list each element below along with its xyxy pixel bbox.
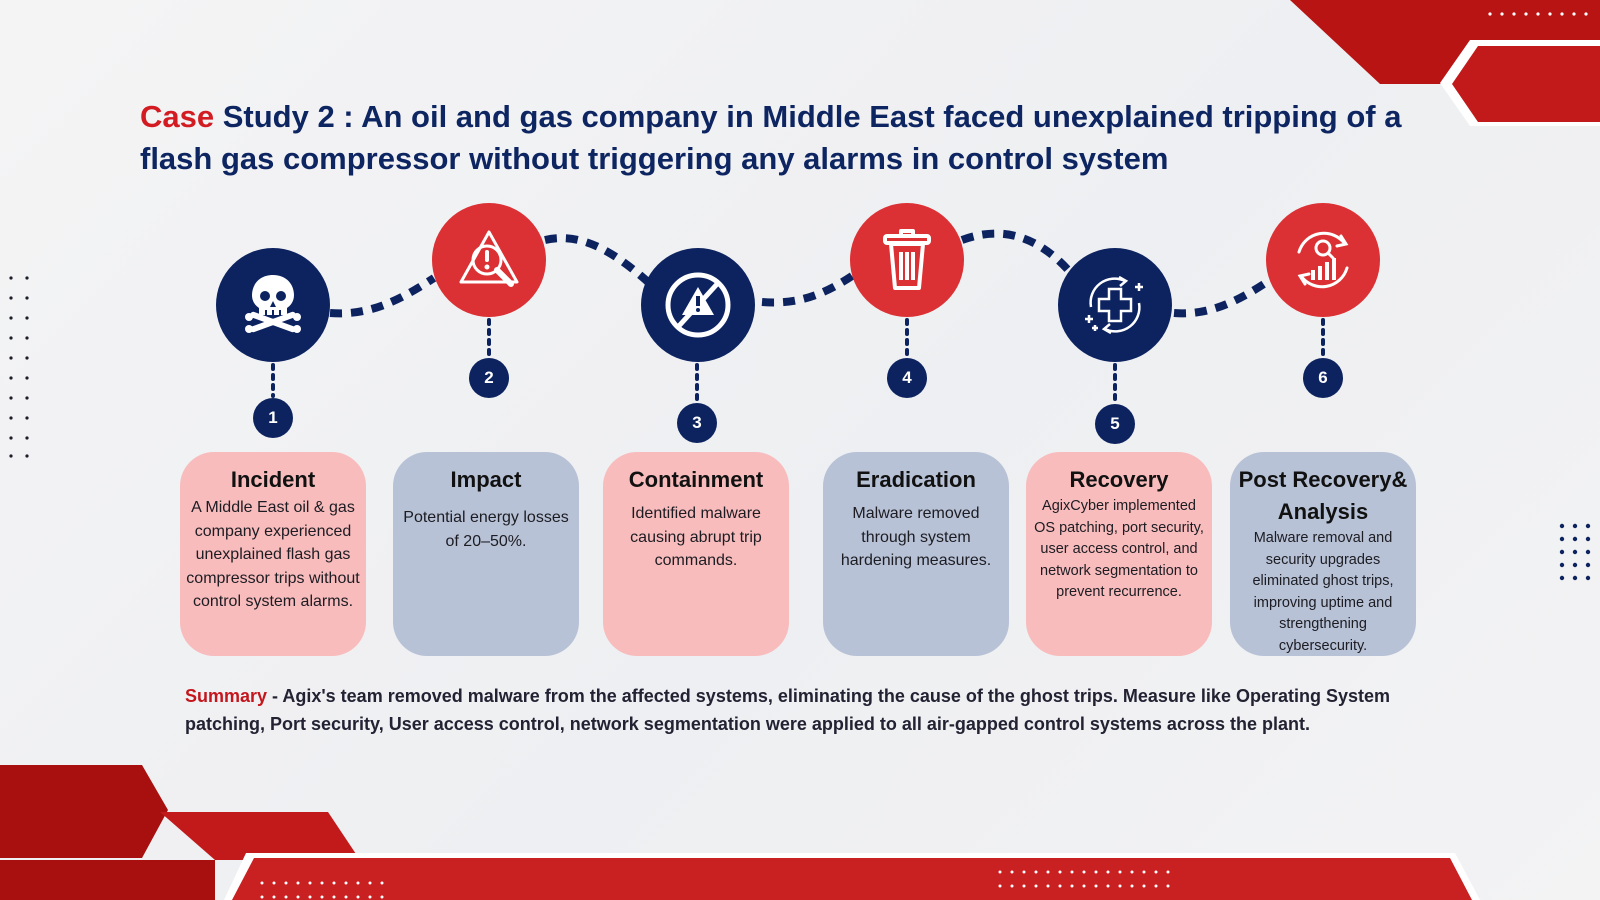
step-card-containment: Containment Identified malware causing a… [603,452,789,656]
card-text: Malware removal and security upgrades el… [1252,530,1394,654]
step-4-icon-circle [850,203,964,317]
card-title: Recovery [1069,467,1169,492]
step-1-badge: 1 [253,398,293,438]
step-card-eradication: Eradication Malware removed through syst… [823,452,1009,656]
analysis-chart-icon [1297,231,1349,289]
no-alert-icon [665,272,731,338]
step-card-recovery: Recovery AgixCyber implemented OS patchi… [1026,452,1212,656]
step-2-icon-circle [432,203,546,317]
step-3-icon-circle [641,248,755,362]
step-1-icon-circle [216,248,330,362]
card-title: Post Recovery& Analysis [1238,467,1408,524]
warning-magnifier-icon [459,230,519,287]
card-text: Identified malware causing abrupt trip c… [630,505,762,569]
step-5-icon-circle [1058,248,1172,362]
step-card-impact: Impact Potential energy losses of 20–50%… [393,452,579,656]
skull-crossbones-icon [245,275,301,333]
trash-bin-icon [883,229,931,290]
card-title: Eradication [856,467,976,492]
step-6-badge: 6 [1303,358,1343,398]
card-text: Malware removed through system hardening… [840,505,992,569]
page-title: Case Study 2 : An oil and gas company in… [140,96,1440,180]
step-6-icon-circle [1266,203,1380,317]
step-5-badge: 5 [1095,404,1135,444]
step-card-incident: Incident A Middle East oil & gas company… [180,452,366,656]
step-card-post-recovery: Post Recovery& Analysis Malware removal … [1230,452,1416,656]
step-3-badge: 3 [677,403,717,443]
summary-body: - Agix's team removed malware from the a… [185,686,1390,734]
title-accent: Case [140,99,215,134]
card-title: Impact [450,467,522,492]
summary-text: Summary - Agix's team removed malware fr… [185,682,1425,738]
step-2-badge: 2 [469,358,509,398]
recovery-cross-icon [1085,275,1143,335]
card-text: AgixCyber implemented OS patching, port … [1034,498,1204,600]
card-text: A Middle East oil & gas company experien… [186,499,360,610]
card-title: Containment [628,467,764,492]
card-title: Incident [230,467,316,492]
summary-label: Summary [185,686,268,706]
card-text: Potential energy losses of 20–50%. [403,509,569,550]
step-4-badge: 4 [887,358,927,398]
title-text: Study 2 : An oil and gas company in Midd… [140,99,1402,176]
